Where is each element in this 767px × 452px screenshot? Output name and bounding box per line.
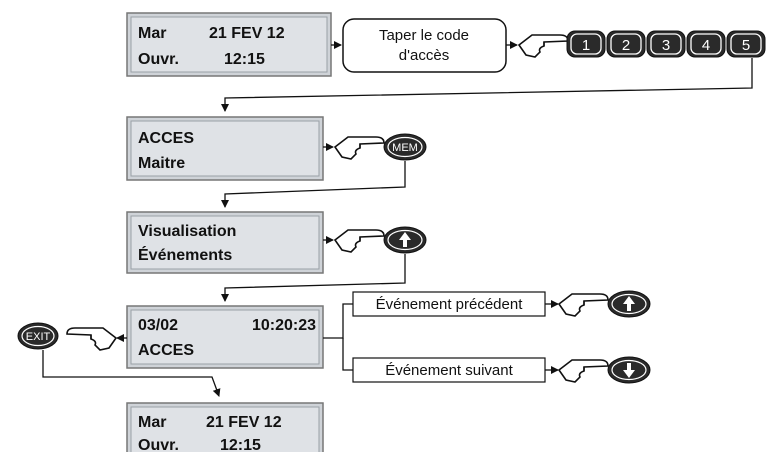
lcd-line2: ACCES	[138, 342, 194, 359]
lcd-line2-right: 12:15	[220, 437, 261, 452]
lcd-line2: Événements	[138, 245, 232, 264]
flow-connector	[221, 254, 406, 302]
exit-key[interactable]: EXIT	[17, 322, 59, 350]
key-label: 2	[622, 37, 630, 54]
key-3[interactable]: 3	[646, 30, 686, 58]
pointing-hand-icon	[518, 34, 569, 58]
lcd-line1-right: 21 FEV 12	[209, 25, 285, 42]
arrow-up-key[interactable]	[383, 226, 427, 254]
key-label: 4	[702, 37, 710, 54]
arrow-up-icon	[399, 232, 411, 247]
key-5[interactable]: 5	[726, 30, 766, 58]
previous-event-key[interactable]	[607, 290, 651, 318]
instruction-line1: Taper le code	[379, 27, 469, 44]
lcd-line2-left: Ouvr.	[138, 437, 179, 452]
key-label: 5	[742, 37, 750, 54]
key-1[interactable]: 1	[566, 30, 606, 58]
mem-key[interactable]: MEM	[383, 133, 427, 161]
flow-branch	[323, 303, 353, 339]
mem-key-label: MEM	[392, 142, 418, 154]
lcd-screen-idle-bottom: Mar 21 FEV 12 Ouvr. 12:15	[126, 402, 324, 452]
option-next-event: Événement suivant	[352, 357, 546, 383]
exit-key-label: EXIT	[26, 331, 51, 343]
key-label: 3	[662, 37, 670, 54]
lcd-screen-idle-top: Mar 21 FEV 12 Ouvr. 12:15	[126, 12, 332, 77]
lcd-line1-left: 03/02	[138, 317, 178, 334]
lcd-screen-view-events: Visualisation Événements	[126, 211, 324, 274]
pointing-hand-icon	[558, 293, 609, 317]
flow-connector	[221, 161, 406, 208]
next-event-key[interactable]	[607, 356, 651, 384]
lcd-line1: ACCES	[138, 130, 194, 147]
lcd-line2: Maitre	[138, 155, 185, 172]
instruction-box: Taper le code d'accès	[342, 18, 507, 73]
key-4[interactable]: 4	[686, 30, 726, 58]
lcd-line2-right: 12:15	[224, 51, 265, 68]
lcd-line1-left: Mar	[138, 414, 166, 431]
pointing-hand-icon	[334, 136, 385, 160]
lcd-line1-right: 21 FEV 12	[206, 414, 282, 431]
key-label: 1	[582, 37, 590, 54]
instruction-line2: d'accès	[399, 47, 449, 64]
pointing-hand-icon	[334, 229, 385, 253]
option-next-label: Événement suivant	[385, 362, 513, 379]
lcd-line1-right: 10:20:23	[252, 317, 316, 334]
flow-branch	[342, 338, 353, 371]
option-previous-event: Événement précédent	[352, 291, 546, 317]
option-previous-label: Événement précédent	[376, 296, 524, 313]
arrow-down-icon	[623, 363, 635, 378]
lcd-line2-left: Ouvr.	[138, 51, 179, 68]
lcd-screen-master: ACCES Maitre	[126, 116, 324, 181]
pointing-hand-icon	[558, 359, 609, 383]
arrow-up-icon	[623, 296, 635, 311]
flow-connector	[221, 58, 753, 112]
lcd-line1-left: Mar	[138, 25, 166, 42]
lcd-line1: Visualisation	[138, 223, 236, 240]
pointing-hand-icon	[66, 327, 117, 351]
key-2[interactable]: 2	[606, 30, 646, 58]
lcd-screen-event: 03/02 10:20:23 ACCES	[126, 305, 324, 369]
flow-connector	[42, 350, 221, 397]
